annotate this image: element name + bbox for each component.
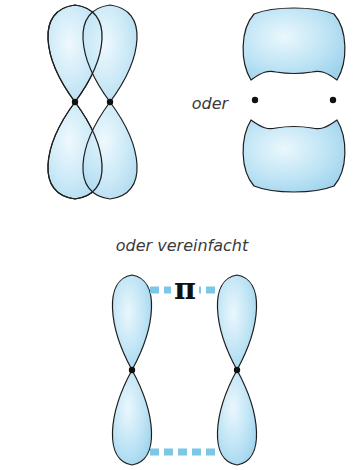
pi-cloud bbox=[243, 120, 345, 192]
atom-nucleus bbox=[72, 99, 78, 105]
pi-cloud bbox=[243, 8, 345, 80]
p-orbital-lobe bbox=[217, 370, 256, 465]
atom-nucleus bbox=[107, 99, 113, 105]
atom-nucleus bbox=[234, 367, 240, 373]
p-orbital-lobe bbox=[217, 275, 256, 370]
p-orbital-lobe bbox=[83, 5, 137, 102]
p-orbital-outline bbox=[48, 102, 102, 199]
alternative-word: oder bbox=[192, 94, 228, 113]
caption-text: oder vereinfacht bbox=[116, 236, 248, 255]
p-orbital-lobe bbox=[83, 102, 137, 199]
atom-nucleus bbox=[330, 97, 336, 103]
atom-nucleus bbox=[129, 367, 135, 373]
pi-symbol: π bbox=[171, 274, 199, 304]
pi-bond-dash bbox=[150, 449, 220, 456]
p-orbital-outline bbox=[48, 5, 102, 102]
atom-nucleus bbox=[252, 97, 258, 103]
p-orbital-lobe bbox=[112, 275, 151, 370]
p-orbital-lobe bbox=[112, 370, 151, 465]
